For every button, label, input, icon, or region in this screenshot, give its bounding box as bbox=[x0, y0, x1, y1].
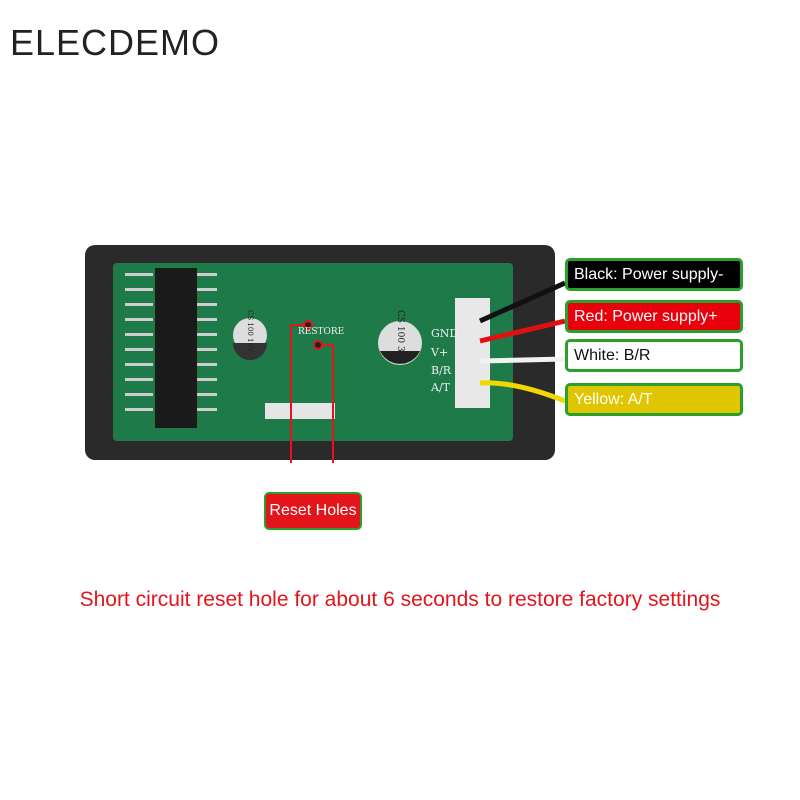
pin-label-vplus: V+ bbox=[431, 346, 449, 359]
pcb-module-photo bbox=[85, 245, 565, 463]
label-white-wire: White: B/R bbox=[565, 339, 743, 372]
label-yellow-wire: Yellow: A/T bbox=[565, 383, 743, 416]
large-capacitor-marking: CS 100 35V bbox=[395, 310, 405, 364]
reset-holes-label: Reset Holes bbox=[264, 492, 362, 530]
restore-silkscreen: RESTORE bbox=[298, 327, 345, 337]
small-capacitor-marking: CS 100 10V bbox=[246, 310, 254, 352]
pin-label-gnd: GND bbox=[431, 327, 459, 340]
pin-label-at: A/T bbox=[431, 381, 450, 394]
caption: Short circuit reset hole for about 6 sec… bbox=[79, 588, 721, 611]
pin-label-br: B/R bbox=[431, 364, 452, 377]
brand-logo: ELECDEMO bbox=[10, 22, 221, 63]
ic-pins bbox=[125, 273, 217, 411]
label-red-wire: Red: Power supply+ bbox=[565, 300, 743, 333]
label-black-wire: Black: Power supply- bbox=[565, 258, 743, 291]
